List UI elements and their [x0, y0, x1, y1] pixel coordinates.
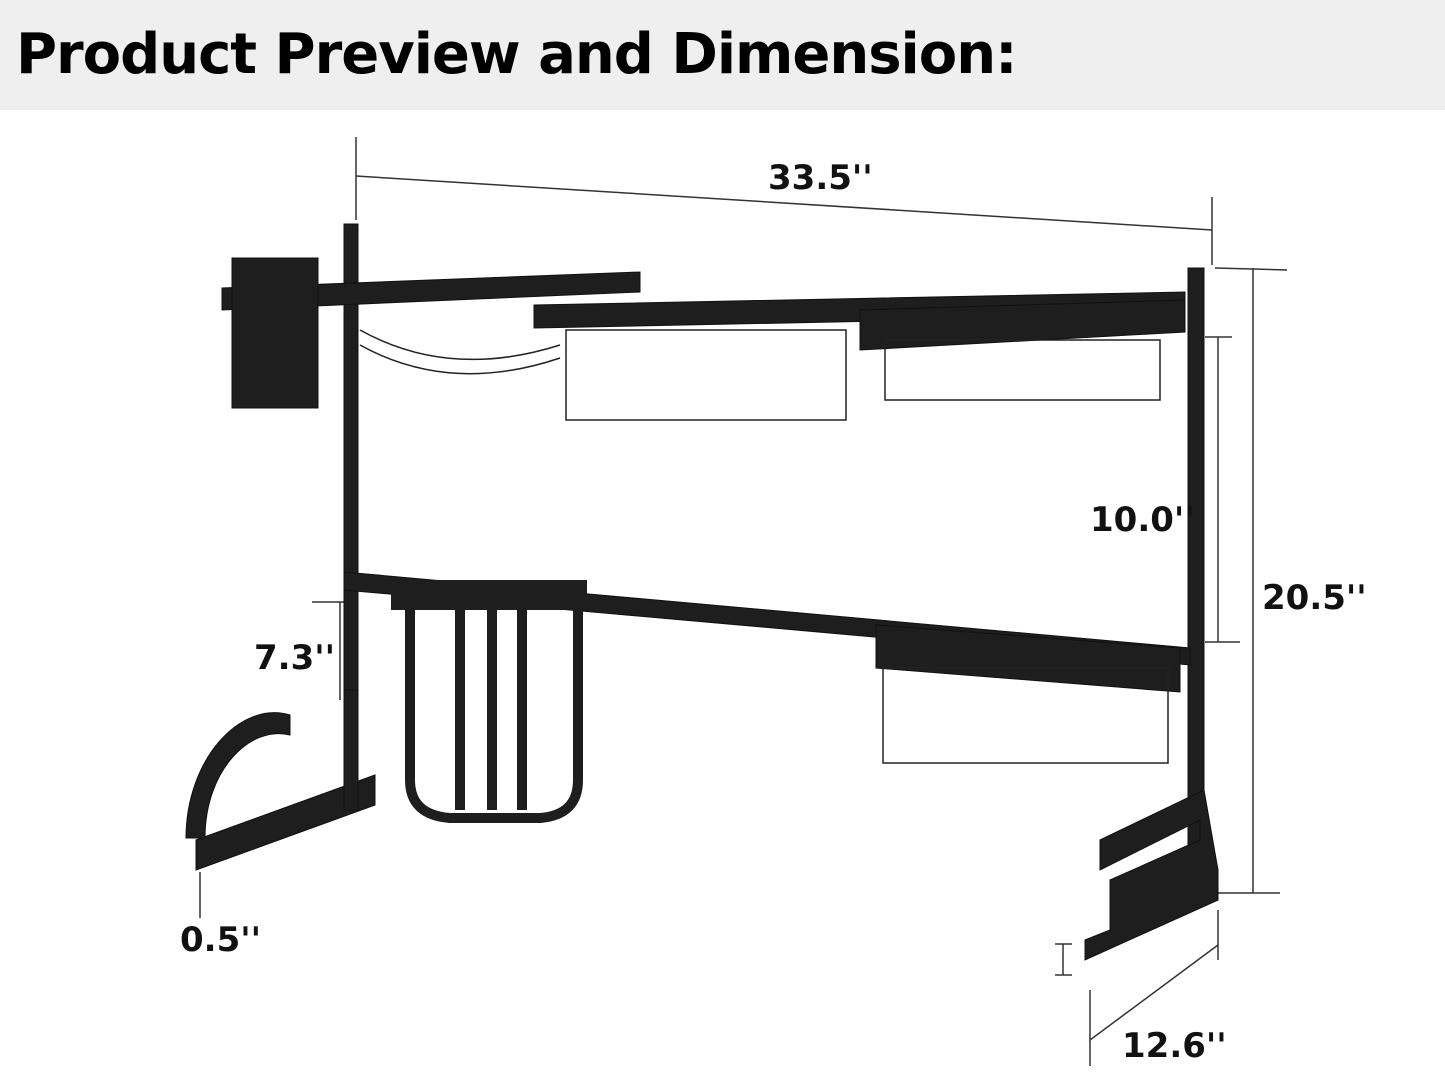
plate-holder: [391, 580, 587, 823]
page-title: Product Preview and Dimension:: [16, 22, 1017, 87]
rack-frame: [185, 223, 1219, 961]
lower-height-dimension-label: 7.3'': [254, 638, 336, 678]
foot-height-dimension-label: 0.5'': [180, 920, 262, 960]
shelf-gap-dimension-label: 10.0'': [1090, 500, 1195, 540]
wire-baskets: [359, 329, 1169, 764]
header-banner: Product Preview and Dimension:: [0, 0, 1445, 110]
height-dimension-label: 20.5'': [1262, 578, 1367, 618]
depth-dimension-label: 12.6'': [1122, 1026, 1227, 1066]
width-dimension-label: 33.5'': [768, 158, 873, 198]
dimension-lines: [199, 137, 1288, 1066]
